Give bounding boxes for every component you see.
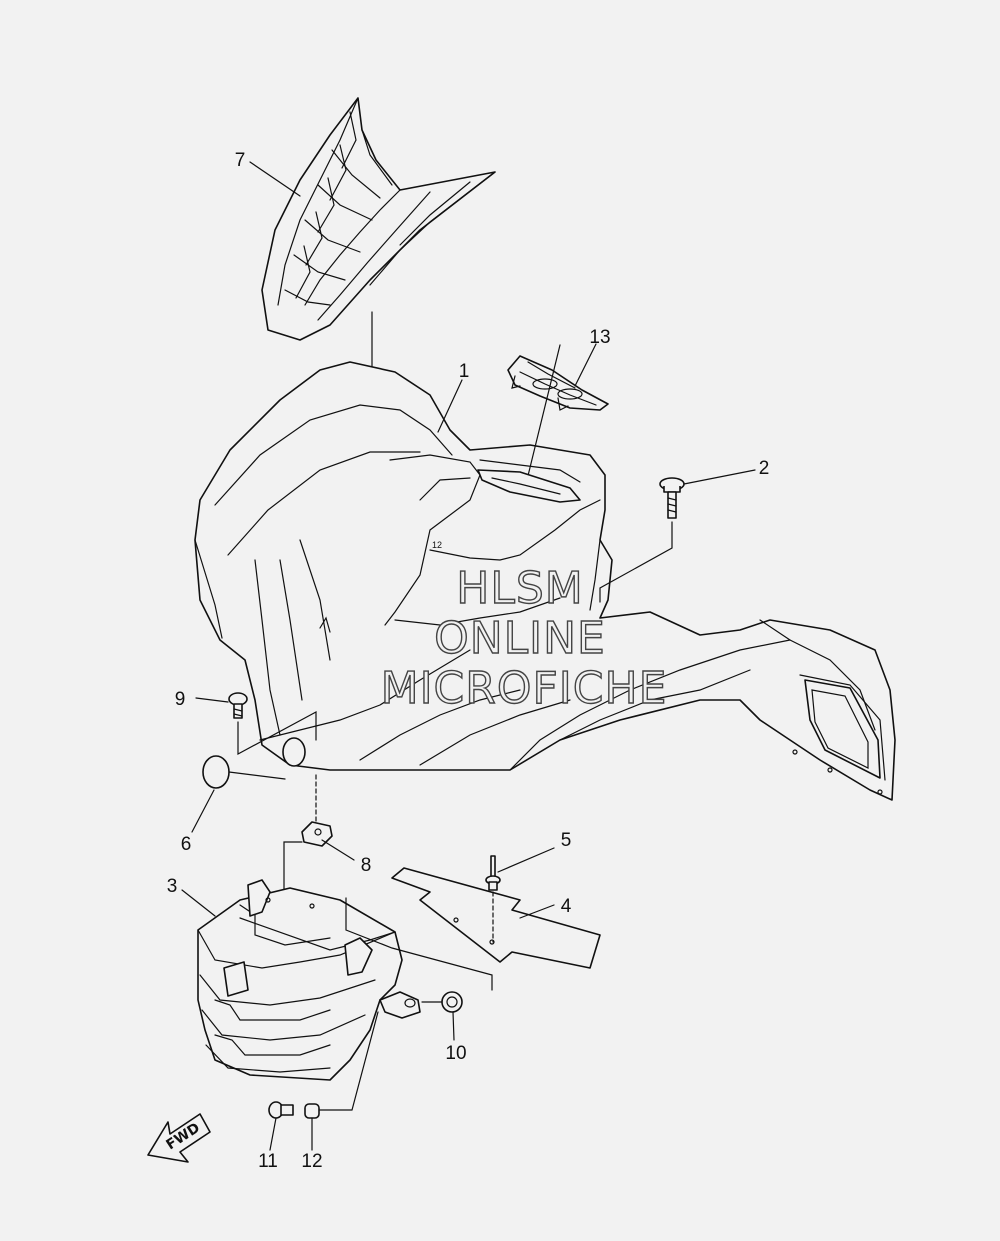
fwd-arrow-icon: FWD [147,1113,211,1163]
part-4-plate[interactable] [391,867,601,969]
emboss-mark: 12 [432,540,442,550]
callout-10[interactable]: 10 [445,1043,466,1064]
leader-line [345,897,493,991]
leader-line [497,847,555,873]
part-10-grommet[interactable] [441,991,463,1013]
leader-line [519,904,555,919]
leader-line [321,839,355,861]
part-1-front-fender[interactable]: 12 [194,361,896,801]
callout-11[interactable]: 11 [258,1151,278,1172]
watermark-line-3: MICROFICHE [381,663,668,714]
leader-line [319,1011,379,1111]
part-9-screw[interactable] [228,692,248,719]
leader-line [524,344,561,489]
watermark: HLSM ONLINE MICROFICHE [380,562,668,714]
part-6-plug[interactable] [202,755,230,789]
callout-4[interactable]: 4 [561,896,572,917]
leader-line [191,789,215,833]
callout-8[interactable]: 8 [361,855,372,876]
leader-line [195,697,229,703]
leader-line [599,521,673,603]
callout-12[interactable]: 12 [301,1151,322,1172]
part-13-insert[interactable] [507,355,609,411]
callout-5[interactable]: 5 [561,830,572,851]
part-2-bolt[interactable] [659,477,685,519]
leader-line [228,771,286,780]
leader-line [437,379,463,433]
leader-line [269,1117,277,1151]
leader-line [237,710,317,756]
part-3-housing[interactable] [197,879,421,1081]
part-8-clip-nut[interactable] [301,821,333,847]
callout-2[interactable]: 2 [759,458,770,479]
part-6-hole [282,737,306,767]
leader-line [683,469,756,485]
watermark-line-1: HLSM [456,563,584,614]
callout-13[interactable]: 13 [589,327,610,348]
part-7-grille[interactable] [261,97,496,341]
leader-line [574,343,597,387]
callout-6[interactable]: 6 [181,834,192,855]
leader-line [452,1011,455,1041]
part-12-collar[interactable] [304,1103,320,1119]
callout-9[interactable]: 9 [175,689,186,710]
callout-3[interactable]: 3 [167,876,178,897]
watermark-line-2: ONLINE [434,613,606,664]
leader-line [249,161,301,197]
part-5-rivet[interactable] [485,855,501,891]
callout-7[interactable]: 7 [235,150,246,171]
leader-line [181,889,216,917]
part-11-bolt[interactable] [268,1101,294,1119]
callout-1[interactable]: 1 [459,361,470,382]
